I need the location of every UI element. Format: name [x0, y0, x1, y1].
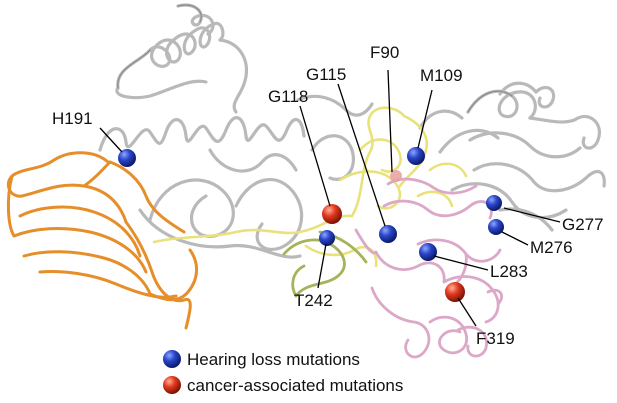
leader-lines	[99, 69, 561, 327]
label-H191: H191	[52, 109, 93, 128]
label-G115: G115	[306, 65, 346, 84]
sphere-G118	[322, 204, 342, 224]
label-L283: L283	[490, 262, 528, 281]
residue-labels: H191 G118 G115 F90 M109 G277 M276 L283 T…	[52, 43, 604, 348]
sphere-G115	[379, 225, 397, 243]
sphere-L283	[419, 243, 437, 261]
sphere-T242	[319, 230, 335, 246]
label-F319: F319	[476, 329, 515, 348]
legend: Hearing loss mutations cancer-associated…	[163, 350, 403, 395]
label-F90: F90	[370, 43, 399, 62]
label-G118: G118	[268, 87, 308, 106]
sphere-H191	[118, 149, 136, 167]
orange-domain-ribbon	[6, 151, 198, 330]
legend-cancer-marker	[163, 376, 181, 394]
label-M276: M276	[530, 238, 573, 257]
gray-domain-shadow	[117, 4, 513, 113]
yellow-domain-ribbon	[152, 106, 468, 268]
legend-hearing-loss-label: Hearing loss mutations	[187, 350, 360, 369]
mutation-spheres	[118, 147, 504, 302]
label-G277: G277	[562, 215, 604, 234]
sphere-M109	[407, 147, 425, 165]
label-T242: T242	[294, 291, 333, 310]
label-M109: M109	[420, 66, 463, 85]
legend-cancer-label: cancer-associated mutations	[187, 376, 403, 395]
sphere-F319	[445, 282, 465, 302]
sphere-M276	[488, 219, 504, 235]
gray-domain-ribbon	[98, 3, 606, 259]
legend-hearing-loss-marker	[163, 350, 181, 368]
sphere-G277	[486, 195, 502, 211]
sphere-F90	[390, 170, 402, 182]
